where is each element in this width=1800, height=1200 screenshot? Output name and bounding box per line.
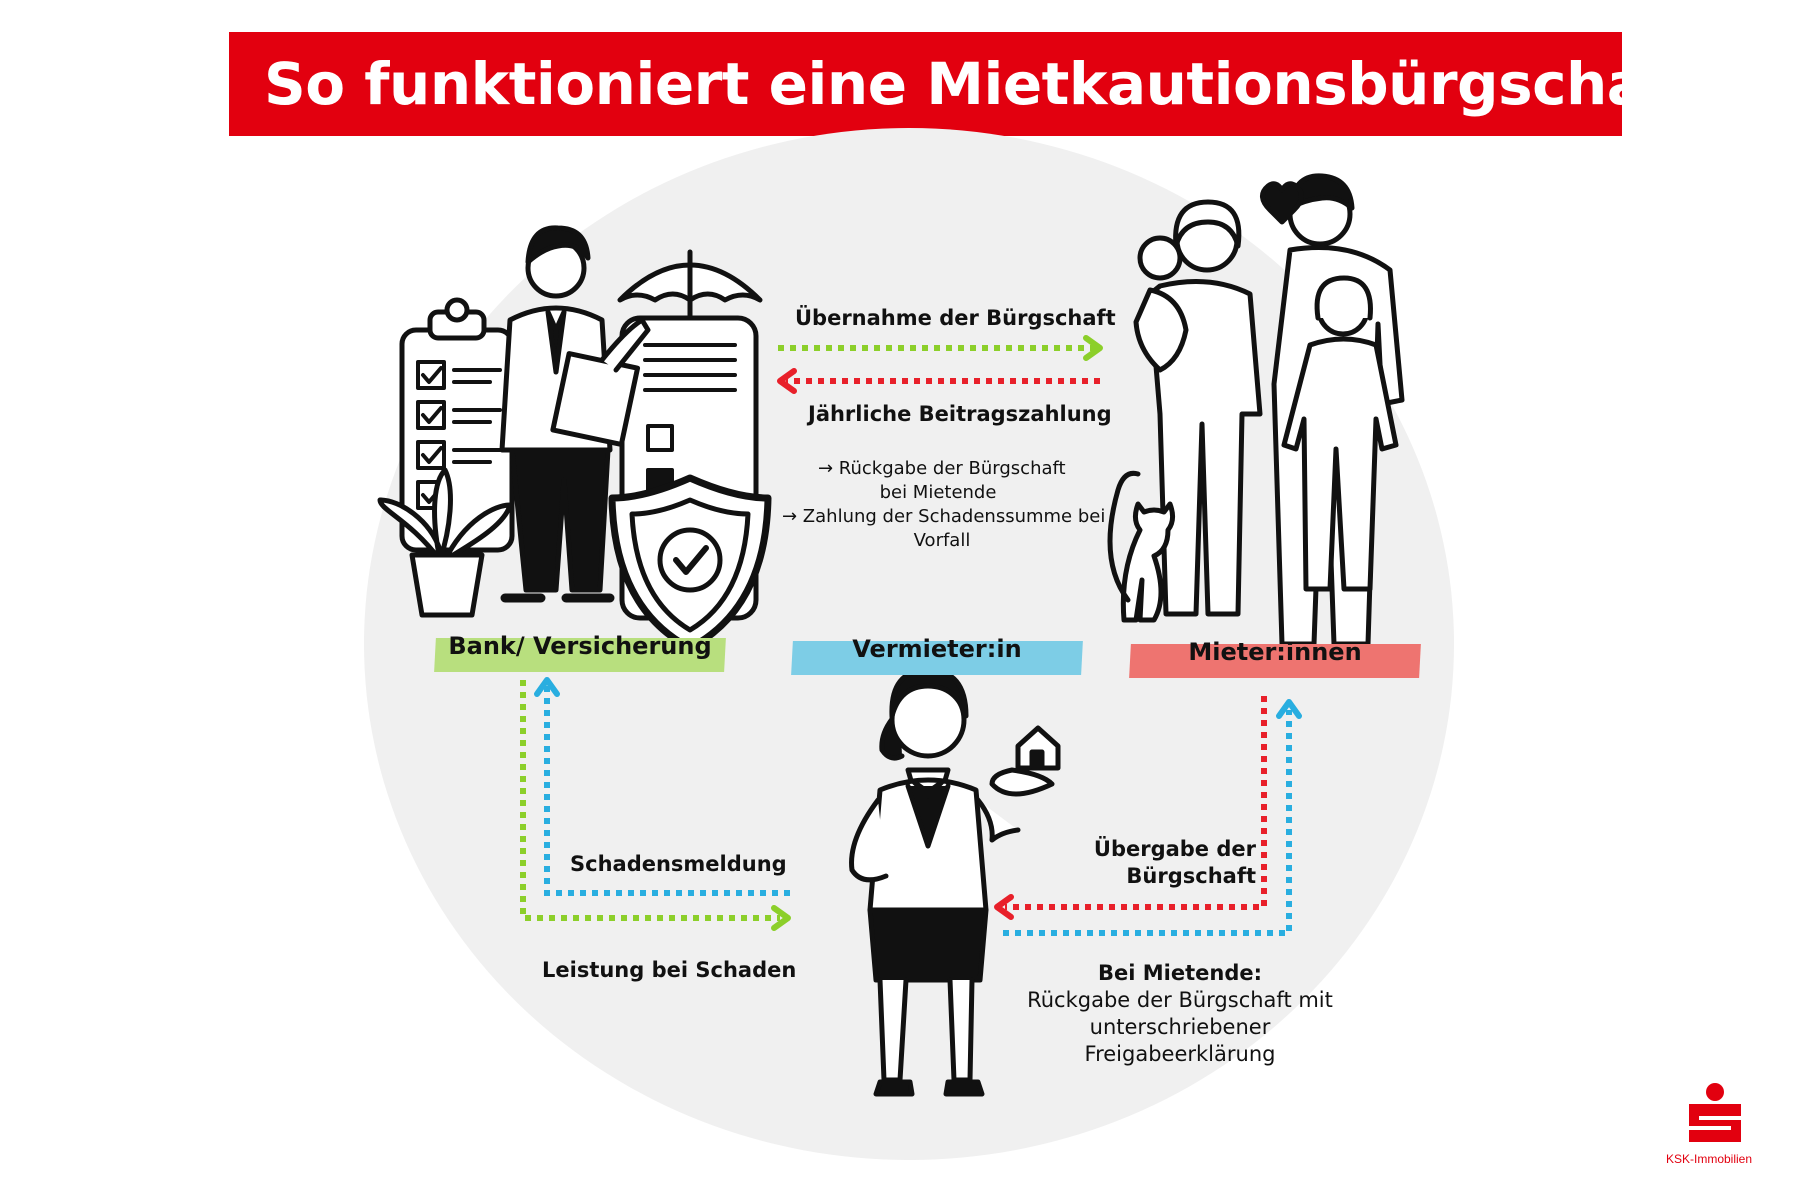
lease-end-line: unterschriebener: [1089, 1015, 1271, 1039]
landlord-illustration: [849, 667, 1061, 1097]
lease-end-line: Rückgabe der Bürgschaft mit: [1027, 988, 1333, 1012]
arrows: [520, 345, 1292, 936]
label-handover: Übergabe der Bürgschaft: [1080, 836, 1256, 890]
tag-tenants: Mieter:innen: [1129, 638, 1421, 680]
lease-end-title: Bei Mietende:: [1097, 961, 1262, 985]
arrow-lease-end: [1003, 710, 1292, 936]
label-damage-report: Schadensmeldung: [570, 852, 787, 876]
arrow-damage-payment: [520, 680, 780, 921]
label-annual-fee: Jährliche Beitragszahlung: [808, 402, 1112, 426]
tag-bank: Bank/ Versicherung: [434, 632, 726, 674]
tag-landlord: Vermieter:in: [791, 635, 1083, 677]
bank-illustration: [377, 225, 772, 652]
tag-landlord-label: Vermieter:in: [852, 635, 1022, 663]
family-illustration: [1107, 173, 1405, 647]
handover-line: Übergabe der: [1093, 837, 1256, 861]
lease-end-line: Freigabeerklärung: [1084, 1042, 1276, 1066]
bank-note-line: bei Mietende: [879, 482, 997, 503]
bank-note-line: → Rückgabe der Bürgschaft: [818, 458, 1066, 479]
sparkasse-logo-icon: [1689, 1083, 1741, 1142]
title-banner: So funktioniert eine Mietkautionsbürgsch…: [229, 32, 1698, 136]
page-title: So funktioniert eine Mietkautionsbürgsch…: [264, 50, 1698, 118]
tag-tenants-label: Mieter:innen: [1188, 638, 1362, 666]
lease-end-note: Bei Mietende: Rückgabe der Bürgschaft mi…: [1010, 960, 1350, 1068]
arrow-damage-report: [544, 686, 790, 896]
label-damage-payment: Leistung bei Schaden: [542, 958, 797, 982]
tag-bank-label: Bank/ Versicherung: [448, 632, 712, 660]
handover-line: Bürgschaft: [1126, 864, 1256, 888]
arrowheads: [534, 335, 1302, 931]
bank-note-line: Vorfall: [913, 530, 971, 551]
label-guarantee-takeover: Übernahme der Bürgschaft: [795, 306, 1116, 330]
logo-caption: KSK-Immobilien: [1666, 1152, 1753, 1166]
bank-note-line: → Zahlung der Schadenssumme bei: [782, 506, 1106, 527]
